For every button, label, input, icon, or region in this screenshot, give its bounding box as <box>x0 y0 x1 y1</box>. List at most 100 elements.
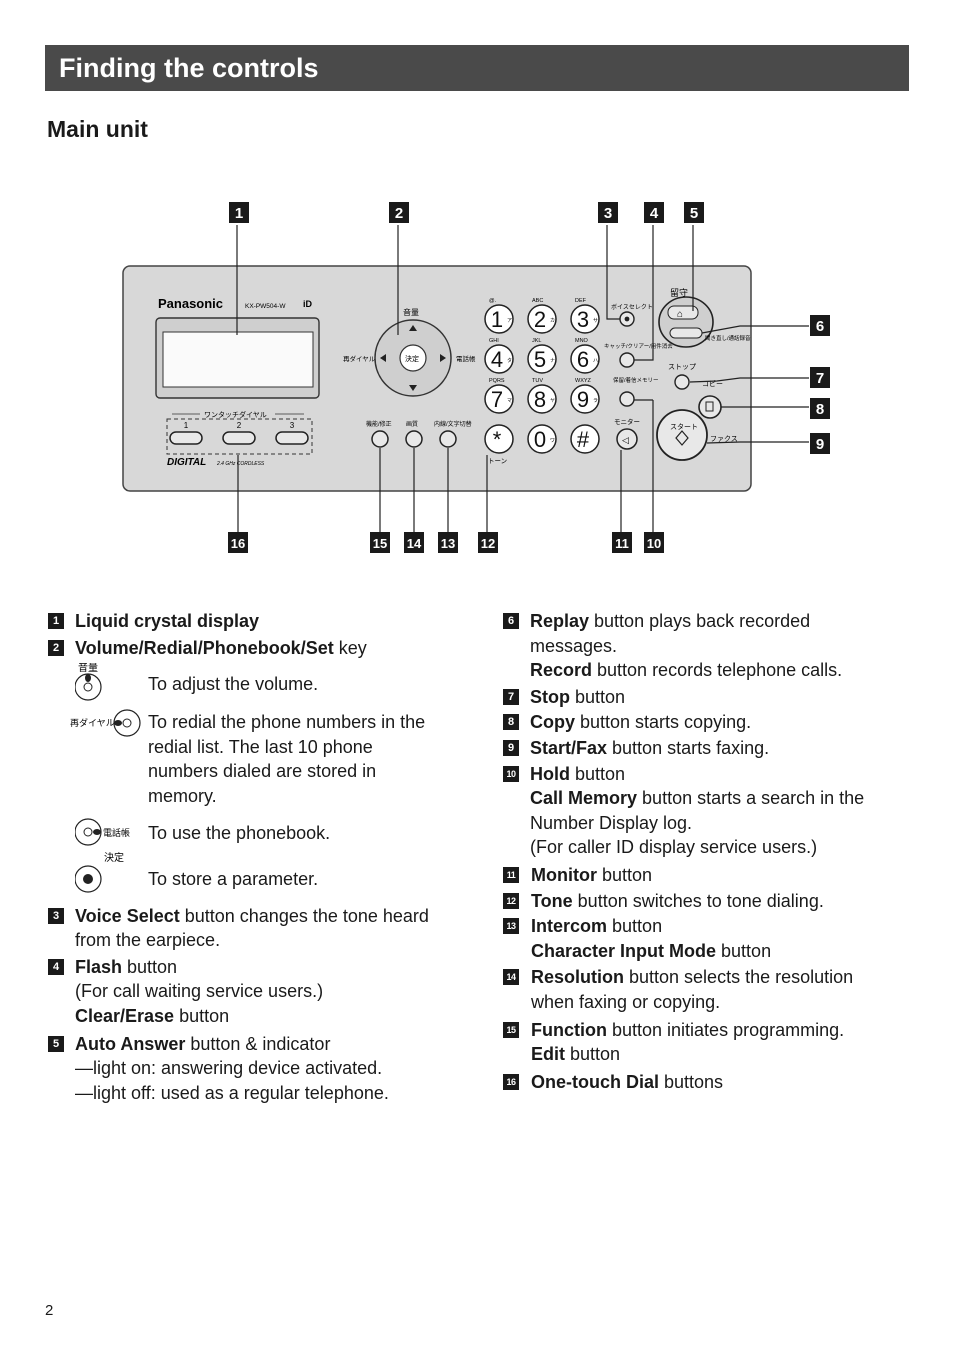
nav-up-arrow <box>409 325 417 331</box>
intercom-button <box>439 430 457 448</box>
svg-text:カ: カ <box>550 318 555 324</box>
one-touch-button-3[interactable]: 3 <box>275 421 309 445</box>
svg-text:ヤ: ヤ <box>550 398 555 404</box>
svg-text:PQRS: PQRS <box>489 378 505 384</box>
svg-text:3: 3 <box>604 205 612 222</box>
brand-logo: Panasonic <box>158 296 223 311</box>
lcd-screen <box>162 331 314 388</box>
svg-text:1: 1 <box>184 421 189 430</box>
svg-text:0: 0 <box>534 427 546 452</box>
callout-7: 7 <box>810 367 830 388</box>
svg-text:5: 5 <box>690 205 698 222</box>
svg-text:6: 6 <box>577 347 589 372</box>
redial-key-icon: 再ダイヤル <box>70 709 141 737</box>
svg-text:再ダイヤル: 再ダイヤル <box>70 717 115 729</box>
svg-text:10: 10 <box>647 536 661 551</box>
replay-label: 聞き直し/通話録音 <box>705 334 751 342</box>
callout-3: 3 <box>598 202 618 223</box>
one-touch-button-1[interactable]: 1 <box>169 421 203 445</box>
phonebook-label: 電話帳 <box>456 354 476 363</box>
intercom-label: 内線/文字切替 <box>434 420 472 428</box>
svg-text:14: 14 <box>407 536 422 551</box>
one-touch-group <box>166 418 313 455</box>
svg-text:音量: 音量 <box>78 663 98 674</box>
svg-text:決定: 決定 <box>104 851 124 864</box>
svg-text:4: 4 <box>650 205 659 222</box>
svg-text:6: 6 <box>816 318 824 335</box>
hold-button <box>619 391 635 407</box>
svg-text:1: 1 <box>235 205 243 222</box>
svg-text:4: 4 <box>491 347 503 372</box>
svg-text:7: 7 <box>491 387 503 412</box>
copy-button <box>698 395 722 419</box>
svg-text:ラ: ラ <box>593 398 598 404</box>
svg-text:#: # <box>577 427 590 452</box>
svg-text:WXYZ: WXYZ <box>575 378 592 384</box>
callout-11: 11 <box>612 532 632 553</box>
svg-text:11: 11 <box>615 536 629 551</box>
callout-9: 9 <box>810 433 830 454</box>
stop-button <box>674 374 690 390</box>
set-key[interactable] <box>399 344 427 372</box>
auto-answer-label: 留守 <box>670 287 688 298</box>
svg-text:DEF: DEF <box>575 298 587 304</box>
volume-label: 音量 <box>403 307 419 317</box>
svg-text:12: 12 <box>481 536 495 551</box>
svg-text:2: 2 <box>534 307 546 332</box>
svg-text:16: 16 <box>231 536 245 551</box>
svg-text:15: 15 <box>373 536 387 551</box>
monitor-label: モニター <box>614 417 640 426</box>
svg-text:3: 3 <box>577 307 589 332</box>
start-fax-button <box>656 409 708 461</box>
callout-16: 16 <box>228 532 248 553</box>
callout-8: 8 <box>810 398 830 419</box>
svg-text:⌂: ⌂ <box>677 309 683 320</box>
keypad-key-hash[interactable]: # <box>570 424 600 454</box>
resolution-label: 画質 <box>406 420 418 428</box>
svg-text:MNO: MNO <box>575 338 589 344</box>
one-touch-button-2[interactable]: 2 <box>222 421 256 445</box>
svg-text:JKL: JKL <box>532 338 541 344</box>
start-label: スタート <box>670 422 698 431</box>
keypad-key-star[interactable]: * <box>484 424 514 454</box>
callout-1: 1 <box>229 202 249 223</box>
flash-button <box>619 352 635 368</box>
svg-text:*: * <box>493 427 502 452</box>
callout-15: 15 <box>370 532 390 553</box>
callout-14: 14 <box>404 532 424 553</box>
svg-text:7: 7 <box>816 370 824 387</box>
svg-text:TUV: TUV <box>532 378 543 384</box>
flash-label: キャッチ/クリアー/用件消去 <box>604 342 673 350</box>
svg-text:13: 13 <box>441 536 455 551</box>
key-desc-redial: 再ダイヤル To redial the phone numbers in the… <box>70 709 468 808</box>
svg-text:ワ: ワ <box>550 438 555 444</box>
replay-button <box>669 327 703 339</box>
svg-text:ABC: ABC <box>532 298 543 304</box>
redial-label: 再ダイヤル <box>343 354 376 363</box>
svg-text:1: 1 <box>491 307 503 332</box>
nav-left-arrow <box>380 354 386 362</box>
function-button <box>371 430 389 448</box>
monitor-button <box>616 428 638 450</box>
